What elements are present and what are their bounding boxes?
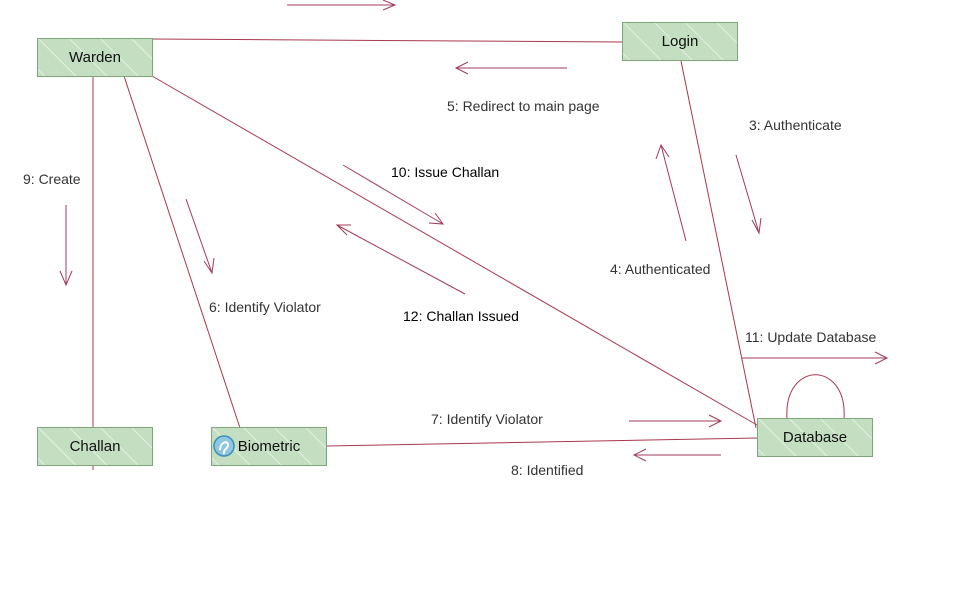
arrow-m7 (629, 414, 723, 428)
message-11-label: 11: Update Database (745, 329, 877, 345)
message-4-label: 4: Authenticated (610, 261, 711, 277)
message-arrows (59, 0, 889, 462)
node-challan[interactable]: Challan (37, 427, 153, 466)
node-login-label: Login (661, 33, 699, 50)
arrow-m6 (185, 198, 215, 275)
node-hatch (758, 419, 872, 456)
biometric-icon (213, 435, 235, 457)
message-6-label: 6: Identify Violator (209, 299, 321, 315)
arrow-m10 (342, 164, 445, 225)
node-hatch (623, 23, 737, 60)
message-10-label: 10: Issue Challan (391, 164, 500, 180)
link-warden-database (151, 75, 758, 426)
link-login-database (680, 60, 757, 429)
node-hatch (38, 39, 152, 76)
node-database-label: Database (782, 429, 848, 446)
link-biometric-database (325, 437, 758, 447)
node-login[interactable]: Login (622, 22, 738, 61)
message-9-label: 9: Create (23, 171, 81, 187)
message-3-label: 3: Authenticate (749, 117, 842, 133)
node-biometric-label: Biometric (237, 438, 301, 455)
arrow-m11 (742, 351, 889, 365)
node-warden-label: Warden (69, 49, 121, 66)
link-database-self (786, 374, 845, 420)
message-5-label: 5: Redirect to main page (447, 98, 600, 114)
arrow-m3 (735, 154, 762, 235)
node-biometric[interactable]: Biometric (211, 427, 327, 466)
node-hatch (38, 428, 152, 465)
message-8-label: 8: Identified (511, 462, 584, 478)
links (92, 38, 845, 470)
arrow-m4 (655, 143, 687, 242)
arrow-m9 (59, 205, 73, 287)
arrow-m12 (335, 224, 466, 295)
node-warden[interactable]: Warden (37, 38, 153, 77)
arrow-m8 (632, 448, 721, 462)
link-warden-biometric (123, 75, 241, 429)
message-12-label: 12: Challan Issued (403, 308, 519, 324)
node-challan-label: Challan (69, 438, 121, 455)
arrow-top (287, 0, 397, 11)
node-database[interactable]: Database (757, 418, 873, 457)
link-warden-login (151, 38, 623, 43)
arrow-m5 (454, 61, 567, 75)
message-7-label: 7: Identify Violator (431, 411, 543, 427)
